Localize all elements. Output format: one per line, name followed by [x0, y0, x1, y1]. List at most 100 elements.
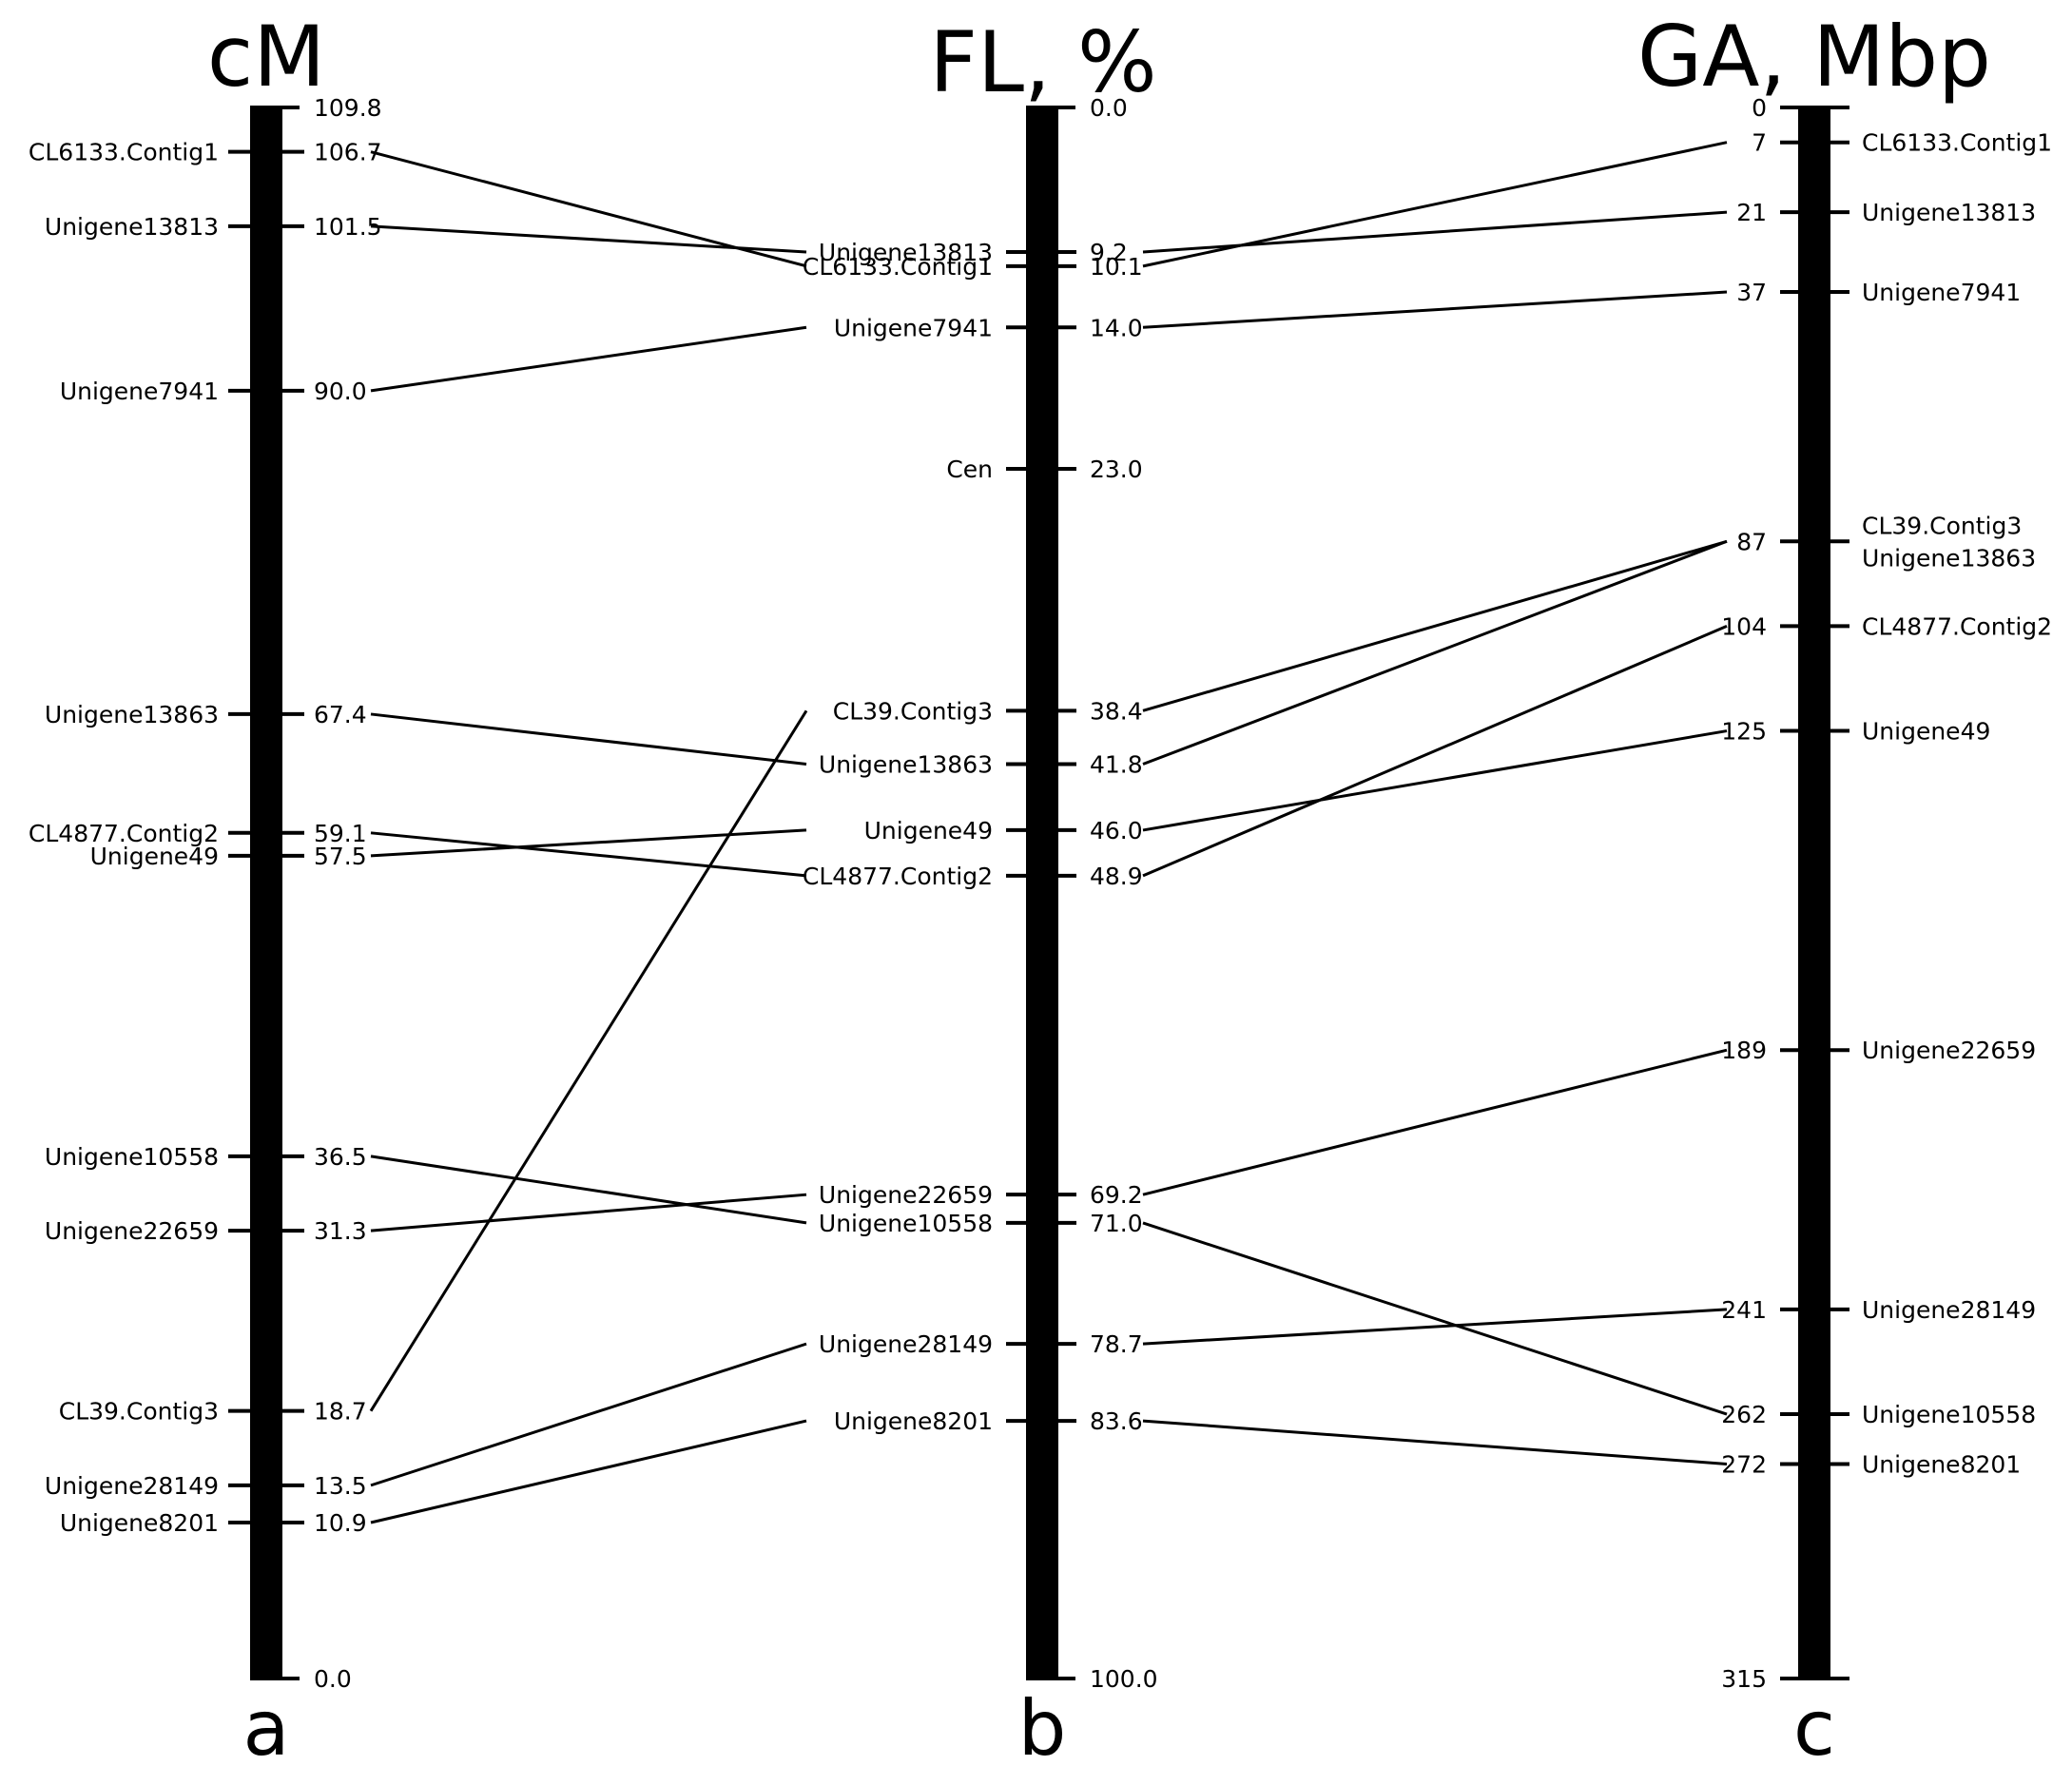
marker-label-b-unigene22659: Unigene22659: [819, 1181, 993, 1209]
chromosome-bar-ga: [1798, 107, 1830, 1679]
marker-label-a-cl6133-contig1: CL6133.Contig1: [29, 139, 219, 166]
marker-label-b-unigene10558: Unigene10558: [819, 1210, 993, 1237]
panel-letter-c: c: [1793, 1684, 1835, 1766]
value-label-c-unigene13813: 21: [1736, 199, 1767, 226]
link-ab-unigene28149: [370, 1342, 807, 1487]
markers-ga: 7 CL6133.Contig1 21 Unigene13813 37 Unigene79…: [1721, 129, 2052, 1479]
value-label-b-unigene7941: 14.0: [1090, 314, 1143, 341]
value-label-c-unigene7941: 37: [1736, 279, 1767, 306]
marker-label-a-unigene7941: Unigene7941: [60, 378, 219, 405]
value-label-c-unigene8201: 272: [1721, 1450, 1767, 1478]
marker-label-b-unigene13863: Unigene13863: [819, 751, 993, 779]
value-label-c-unigene49: 125: [1721, 718, 1767, 746]
value-label-c-unigene28149: 241: [1721, 1296, 1767, 1324]
link-ab-unigene13863: [370, 712, 807, 767]
marker-label-b-unigene28149: Unigene28149: [819, 1330, 993, 1358]
value-label-a-unigene28149: 13.5: [314, 1472, 367, 1500]
chromosome-bar-fl: [1026, 107, 1058, 1679]
marker-label-c-unigene13813: Unigene13813: [1862, 199, 2036, 226]
link-bc-unigene7941: [1142, 290, 1728, 329]
marker-label-c-unigene28149: Unigene28149: [1862, 1296, 2036, 1324]
axis-c-max-label: 315: [1721, 1665, 1767, 1693]
marker-label-c-unigene49: Unigene49: [1862, 718, 1990, 746]
link-bc-unigene10558: [1142, 1221, 1728, 1416]
marker-label-a-unigene22659: Unigene22659: [45, 1217, 219, 1245]
marker-label-a-unigene49: Unigene49: [90, 843, 219, 870]
link-lines: [369, 141, 1728, 1524]
axis-c-min-label: 0: [1752, 94, 1767, 122]
marker-label-c-unigene13863: Unigene13863: [1862, 544, 2036, 572]
marker-label-b-unigene13813: Unigene13813: [819, 239, 993, 266]
marker-label-b-unigene49: Unigene49: [864, 817, 993, 844]
link-bc-cl6133-contig1: [1142, 141, 1728, 268]
value-label-b-unigene13863: 41.8: [1090, 751, 1143, 779]
value-label-c-cl6133-contig1: 7: [1752, 129, 1767, 157]
value-label-a-unigene10558: 36.5: [314, 1143, 367, 1171]
link-bc-unigene8201: [1142, 1419, 1728, 1465]
value-label-c-cl4877-contig2: 104: [1721, 612, 1767, 640]
marker-label-a-unigene13863: Unigene13863: [45, 701, 219, 728]
link-ab-cl39-contig3: [369, 709, 808, 1412]
axis-a-max-label: 109.8: [314, 94, 382, 122]
value-label-a-unigene7941: 90.0: [314, 378, 367, 405]
value-label-a-unigene22659: 31.3: [314, 1217, 367, 1245]
chromosome-bar-cm: [250, 107, 282, 1679]
axis-b-max-label: 100.0: [1090, 1665, 1158, 1693]
marker-label-c-cl4877-contig2: CL4877.Contig2: [1862, 612, 2052, 640]
axis-b-min-label: 0.0: [1090, 94, 1128, 122]
marker-label-c-cl39-contig3: CL39.Contig3: [1862, 512, 2022, 539]
marker-label-a-unigene28149: Unigene28149: [45, 1472, 219, 1500]
marker-label-b-cl6133-contig1: CL6133.Contig1: [803, 253, 993, 281]
link-bc-unigene13863: [1142, 539, 1728, 766]
value-label-b-cl4877-contig2: 48.9: [1090, 863, 1143, 890]
value-label-b-unigene28149: 78.7: [1090, 1330, 1143, 1358]
marker-label-a-cl39-contig3: CL39.Contig3: [59, 1398, 219, 1426]
value-label-b-cen: 23.0: [1090, 456, 1143, 483]
link-bc-unigene22659: [1142, 1048, 1728, 1196]
marker-label-a-cl4877-contig2: CL4877.Contig2: [29, 820, 219, 847]
value-label-a-unigene13813: 101.5: [314, 213, 382, 241]
value-label-b-cl6133-contig1: 10.1: [1090, 253, 1143, 281]
value-label-b-unigene10558: 71.0: [1090, 1210, 1143, 1237]
link-ab-unigene8201: [370, 1419, 807, 1524]
marker-label-a-unigene13813: Unigene13813: [45, 213, 219, 241]
value-label-a-unigene49: 57.5: [314, 843, 367, 870]
marker-label-a-unigene8201: Unigene8201: [60, 1509, 219, 1537]
value-label-c-unigene10558: 262: [1721, 1401, 1767, 1428]
marker-label-c-unigene7941: Unigene7941: [1862, 279, 2021, 306]
value-label-a-unigene13863: 67.4: [314, 701, 367, 728]
link-bc-cl4877-contig2: [1142, 625, 1728, 878]
marker-label-c-unigene8201: Unigene8201: [1862, 1450, 2021, 1478]
value-label-b-unigene13813: 9.2: [1090, 239, 1128, 266]
value-label-c-cl39-contig3-unigene13863: 87: [1736, 528, 1767, 555]
marker-label-c-cl6133-contig1: CL6133.Contig1: [1862, 129, 2052, 157]
marker-label-b-cl4877-contig2: CL4877.Contig2: [803, 863, 993, 890]
link-ab-unigene22659: [370, 1193, 807, 1232]
value-label-a-unigene8201: 10.9: [314, 1509, 367, 1537]
link-bc-cl39-contig3: [1142, 539, 1728, 712]
value-label-b-unigene8201: 83.6: [1090, 1407, 1143, 1435]
panel-letter-a: a: [242, 1684, 289, 1766]
marker-label-b-cen: Cen: [946, 456, 993, 483]
marker-label-b-unigene8201: Unigene8201: [834, 1407, 993, 1435]
value-label-b-unigene22659: 69.2: [1090, 1181, 1143, 1209]
link-bc-unigene28149: [1142, 1308, 1728, 1346]
marker-label-b-cl39-contig3: CL39.Contig3: [833, 697, 993, 725]
value-label-b-unigene49: 46.0: [1090, 817, 1143, 844]
link-ab-cl4877-contig2: [370, 831, 807, 878]
marker-label-a-unigene10558: Unigene10558: [45, 1143, 219, 1171]
header-ga: GA, Mbp: [1637, 8, 1991, 106]
marker-label-c-unigene10558: Unigene10558: [1862, 1401, 2036, 1428]
link-ab-unigene10558: [370, 1155, 807, 1225]
value-label-a-cl4877-contig2: 59.1: [314, 820, 367, 847]
axis-a-min-label: 0.0: [314, 1665, 352, 1693]
value-label-a-cl39-contig3: 18.7: [314, 1398, 367, 1426]
link-bc-unigene49: [1142, 729, 1728, 832]
header-cm: cM: [207, 8, 325, 106]
panel-letter-b: b: [1018, 1684, 1067, 1766]
marker-label-c-unigene22659: Unigene22659: [1862, 1037, 2036, 1064]
marker-label-b-unigene7941: Unigene7941: [834, 314, 993, 341]
